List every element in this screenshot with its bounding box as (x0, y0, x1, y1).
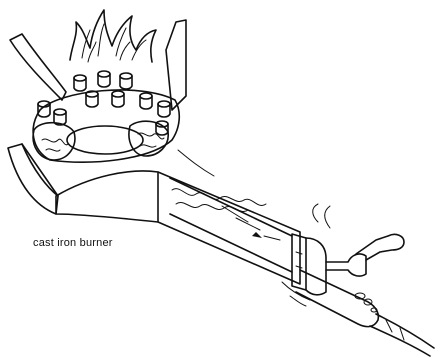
venturi-tube (56, 150, 300, 284)
gas-valve (296, 234, 404, 326)
diagram-caption: cast iron burner (33, 237, 113, 249)
burner-body (33, 71, 179, 162)
flames (70, 10, 156, 62)
base-flange (8, 144, 58, 214)
